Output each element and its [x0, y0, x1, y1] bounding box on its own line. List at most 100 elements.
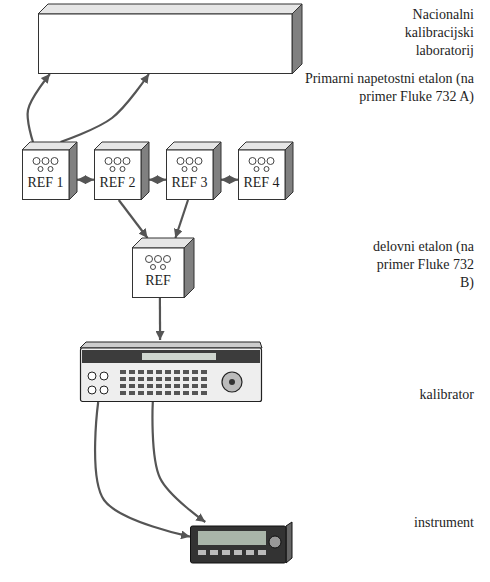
- laboratory-box: Nacionalni kalibracijski laboratorij: [38, 4, 302, 74]
- reference-cube-outline: [94, 142, 149, 200]
- key-symbol: [246, 550, 254, 555]
- terminal-symbol: [123, 158, 130, 165]
- top-face: [22, 142, 77, 150]
- connector-arrow: [61, 74, 149, 142]
- front-face: [167, 150, 214, 200]
- key-symbol: [156, 377, 162, 381]
- reference-cube: REF 3: [166, 142, 221, 200]
- key-symbol: [147, 377, 153, 381]
- terminal-symbol: [42, 158, 49, 165]
- key-symbol: [201, 377, 207, 381]
- terminal-symbol: [88, 386, 96, 394]
- terminal-symbol: [195, 158, 202, 165]
- terminal-symbol: [110, 167, 115, 172]
- connector-arrow: [159, 298, 161, 340]
- connector-arrow: [119, 200, 148, 238]
- top-face: [94, 142, 149, 150]
- key-symbol: [129, 391, 135, 395]
- key-symbol: [156, 384, 162, 388]
- key-symbol: [174, 377, 180, 381]
- side-caption: Nacionalni kalibracijski laboratorij: [372, 6, 474, 61]
- device-side: [286, 522, 292, 563]
- calibrator-device-outline: [80, 340, 262, 402]
- display-window: [142, 353, 216, 360]
- reference-cube-outline: [166, 142, 221, 200]
- key-symbol: [192, 384, 198, 388]
- key-symbol: [165, 391, 171, 395]
- terminal-symbol: [186, 158, 193, 165]
- reference-cube: REF 4: [238, 142, 293, 200]
- working-standard-cube-outline: [132, 238, 194, 298]
- terminal-symbol: [151, 265, 156, 270]
- key-symbol: [147, 391, 153, 395]
- key-symbol: [129, 384, 135, 388]
- key-symbol: [120, 384, 126, 388]
- side-face: [141, 142, 149, 200]
- key-symbol: [120, 377, 126, 381]
- display-window: [198, 531, 266, 545]
- key-symbol: [198, 550, 206, 555]
- key-symbol: [183, 391, 189, 395]
- terminal-symbol: [161, 265, 166, 270]
- connector-arrow: [28, 74, 50, 142]
- key-symbol: [138, 384, 144, 388]
- connector-arrow: [77, 179, 94, 181]
- connector-arrow: [152, 402, 205, 522]
- front-face: [39, 14, 293, 74]
- key-symbol: [138, 391, 144, 395]
- reference-cube-outline: [238, 142, 293, 200]
- key-symbol: [129, 370, 135, 374]
- instrument-device: instrument: [190, 522, 292, 564]
- key-symbol: [174, 391, 180, 395]
- key-symbol: [156, 370, 162, 374]
- terminal-symbol: [51, 158, 58, 165]
- terminal-symbol: [48, 167, 53, 172]
- key-symbol: [192, 370, 198, 374]
- terminal-symbol: [146, 256, 153, 263]
- terminal-symbol: [258, 158, 265, 165]
- instrument-device-outline: [190, 522, 292, 564]
- top-face: [38, 4, 302, 14]
- device-top: [80, 342, 262, 348]
- side-face: [184, 238, 194, 298]
- terminal-symbol: [114, 158, 121, 165]
- side-caption: Primarni napetostni etalon (na primer Fl…: [286, 70, 474, 106]
- terminal-symbol: [33, 158, 40, 165]
- terminal-symbol: [182, 167, 187, 172]
- knob-symbol: [222, 372, 242, 392]
- front-face: [23, 150, 70, 200]
- key-symbol: [201, 391, 207, 395]
- key-symbol: [234, 550, 242, 555]
- key-symbol: [147, 370, 153, 374]
- side-caption: delovni etalon (na primer Fluke 732 B): [362, 238, 474, 293]
- reference-cube: REF 1: [22, 142, 77, 200]
- working-standard-cube: REFdelovni etalon (na primer Fluke 732 B…: [132, 238, 194, 298]
- connector-arrow: [175, 200, 188, 238]
- key-symbol: [129, 377, 135, 381]
- terminal-symbol: [164, 256, 171, 263]
- key-symbol: [165, 370, 171, 374]
- node-label: REF: [145, 272, 171, 290]
- terminal-symbol: [177, 158, 184, 165]
- key-symbol: [147, 384, 153, 388]
- side-face: [292, 4, 302, 74]
- connector-arrow: [149, 179, 166, 181]
- side-face: [213, 142, 221, 200]
- key-symbol: [258, 550, 266, 555]
- terminal-symbol: [254, 167, 259, 172]
- key-symbol: [174, 370, 180, 374]
- knob-symbol: [269, 536, 281, 548]
- key-symbol: [222, 550, 230, 555]
- connector-arrow: [221, 179, 238, 181]
- key-symbol: [192, 377, 198, 381]
- terminal-symbol: [249, 158, 256, 165]
- terminal-symbol: [192, 167, 197, 172]
- terminal-symbol: [267, 158, 274, 165]
- device-body: [81, 348, 262, 402]
- terminal-symbol: [155, 256, 162, 263]
- knob-symbol: [229, 379, 235, 385]
- front-face: [239, 150, 286, 200]
- side-face: [285, 142, 293, 200]
